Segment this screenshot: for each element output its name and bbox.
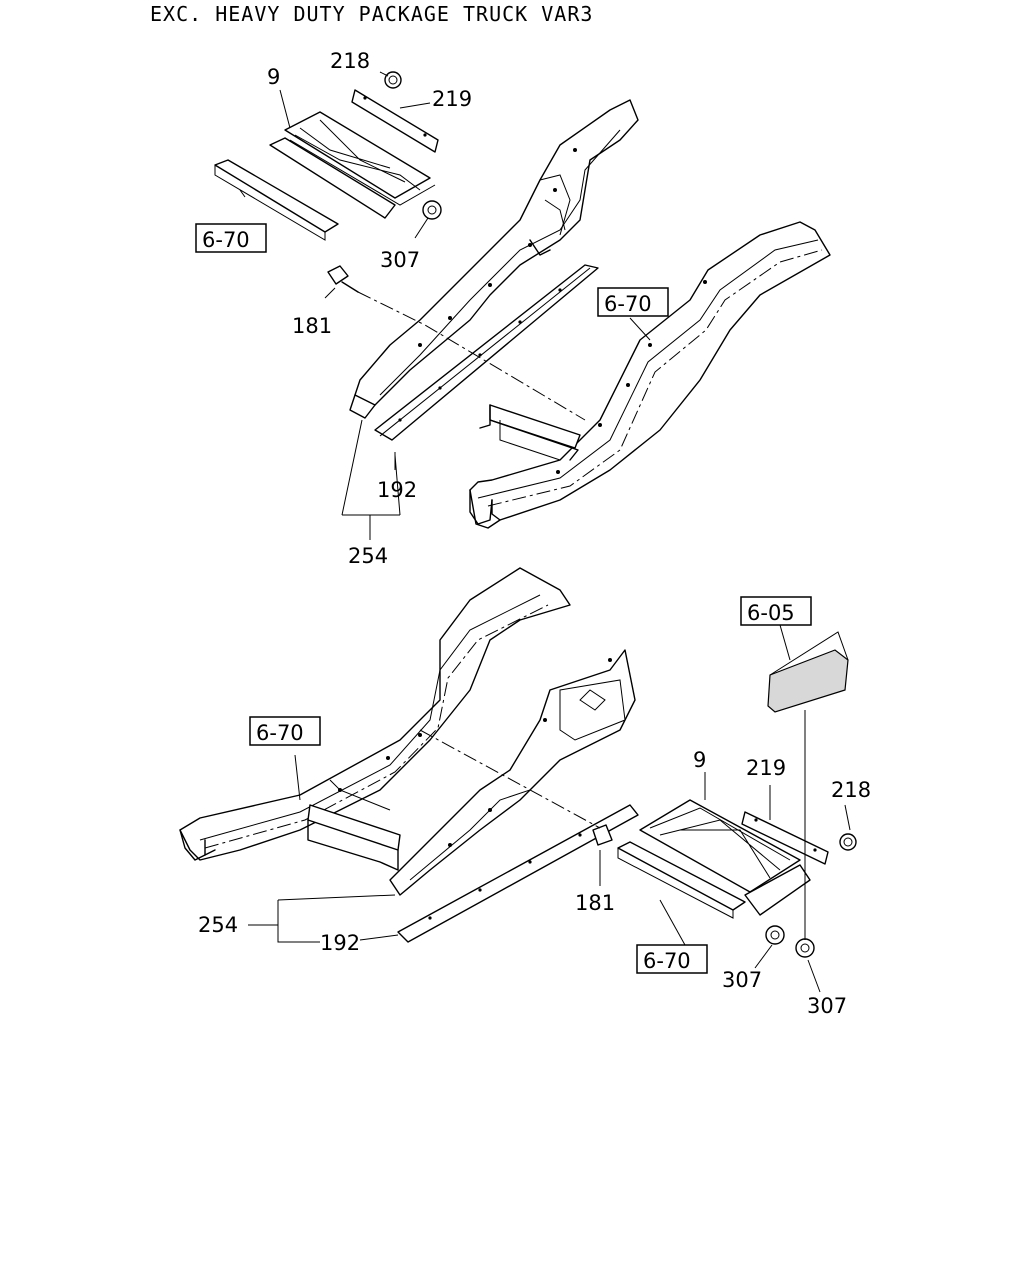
- lower-part-219-plate: [741, 811, 829, 865]
- upper-leaders: [239, 71, 651, 540]
- lower-label-218: 218: [831, 778, 871, 802]
- lower-ref-6-05: 6-05: [740, 596, 812, 626]
- lower-side-rail: [389, 649, 636, 896]
- lower-part-9-bracket: [639, 799, 811, 916]
- page-title: EXC. HEAVY DUTY PACKAGE TRUCK VAR3: [150, 2, 594, 26]
- lower-label-219: 219: [746, 756, 786, 780]
- svg-text:6-70: 6-70: [256, 721, 304, 745]
- upper-bolt-181: [327, 265, 359, 293]
- svg-text:6-70: 6-70: [604, 292, 652, 316]
- lower-cross-member: [307, 779, 401, 871]
- svg-text:6-70: 6-70: [202, 228, 250, 252]
- upper-label-9: 9: [267, 65, 280, 89]
- lower-frame-rail: [179, 567, 571, 861]
- upper-frame-rail: [469, 221, 831, 529]
- upper-view: 218 219 9 307 181 192 254 6-70 6-70: [195, 49, 831, 568]
- upper-label-192: 192: [377, 478, 417, 502]
- upper-label-219: 219: [432, 87, 472, 111]
- lower-label-192: 192: [320, 931, 360, 955]
- lower-label-181: 181: [575, 891, 615, 915]
- upper-label-181: 181: [292, 314, 332, 338]
- upper-part-9-bracket: [269, 111, 436, 219]
- upper-part-219-plate: [351, 89, 439, 153]
- upper-ref-6-70-right: 6-70: [597, 287, 669, 317]
- lower-part-192-strip: [397, 804, 639, 943]
- lower-ref-6-70-right: 6-70: [636, 944, 708, 974]
- lower-leaders: [248, 624, 851, 993]
- upper-nut-307: [422, 200, 442, 220]
- upper-side-strip: [214, 159, 339, 241]
- svg-text:6-05: 6-05: [747, 601, 795, 625]
- lower-nut-307-b: [795, 938, 815, 958]
- lower-nut-307-a: [765, 925, 785, 945]
- lower-view: 9 219 218 181 254 192 307 307 6-05 6-70 …: [179, 567, 871, 1018]
- upper-side-rail: [349, 99, 639, 419]
- upper-bolt-218: [384, 71, 402, 89]
- lower-mud-flap: [767, 631, 849, 713]
- upper-ref-6-70-left: 6-70: [195, 223, 267, 253]
- upper-label-254: 254: [348, 544, 388, 568]
- upper-label-307: 307: [380, 248, 420, 272]
- upper-part-192-strip: [374, 264, 599, 441]
- lower-bolt-181: [592, 824, 613, 846]
- lower-label-307-a: 307: [722, 968, 762, 992]
- lower-side-strip: [617, 841, 746, 919]
- lower-bolt-218: [839, 833, 857, 851]
- svg-text:6-70: 6-70: [643, 949, 691, 973]
- lower-ref-6-70-left: 6-70: [249, 716, 321, 746]
- lower-label-9: 9: [693, 748, 706, 772]
- upper-cross-member: [479, 404, 581, 461]
- lower-label-307-b: 307: [807, 994, 847, 1018]
- lower-label-254: 254: [198, 913, 238, 937]
- upper-label-218: 218: [330, 49, 370, 73]
